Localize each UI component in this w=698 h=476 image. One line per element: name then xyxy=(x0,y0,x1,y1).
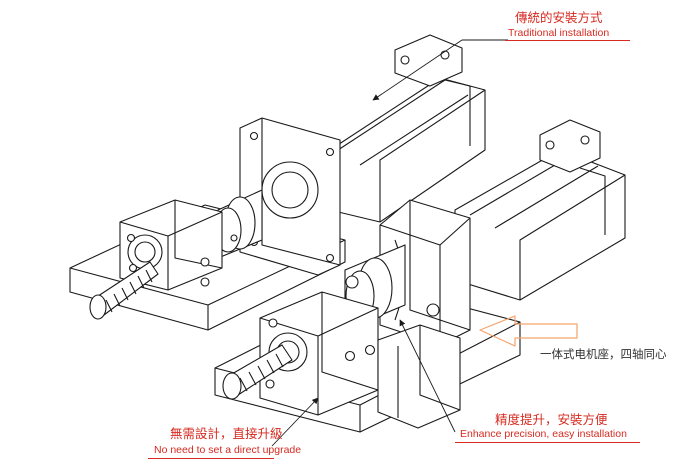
leader-lines xyxy=(271,39,508,447)
traditional-underline xyxy=(505,40,630,41)
enhance-title-en: Enhance precision, easy installation xyxy=(460,428,627,440)
leader-arrow-icon xyxy=(372,39,463,101)
integrated-assembly xyxy=(214,119,626,433)
no-upgrade-title-en: No need to set a direct upgrade xyxy=(154,444,302,456)
integrated-label-cn: 一体式电机座，四轴同心 xyxy=(540,347,667,361)
traditional-title-en: Traditional installation xyxy=(508,27,610,39)
orange-outline-arrow-icon xyxy=(479,315,578,347)
traditional-assembly xyxy=(69,34,486,331)
no-upgrade-title-cn: 無需設計，直接升級 xyxy=(170,426,283,441)
enhance-title-cn: 精度提升，安裝方便 xyxy=(495,412,608,427)
traditional-title-cn: 傳統的安裝方式 xyxy=(515,10,603,25)
enhance-underline xyxy=(455,442,640,443)
no-upgrade-underline xyxy=(148,458,274,459)
